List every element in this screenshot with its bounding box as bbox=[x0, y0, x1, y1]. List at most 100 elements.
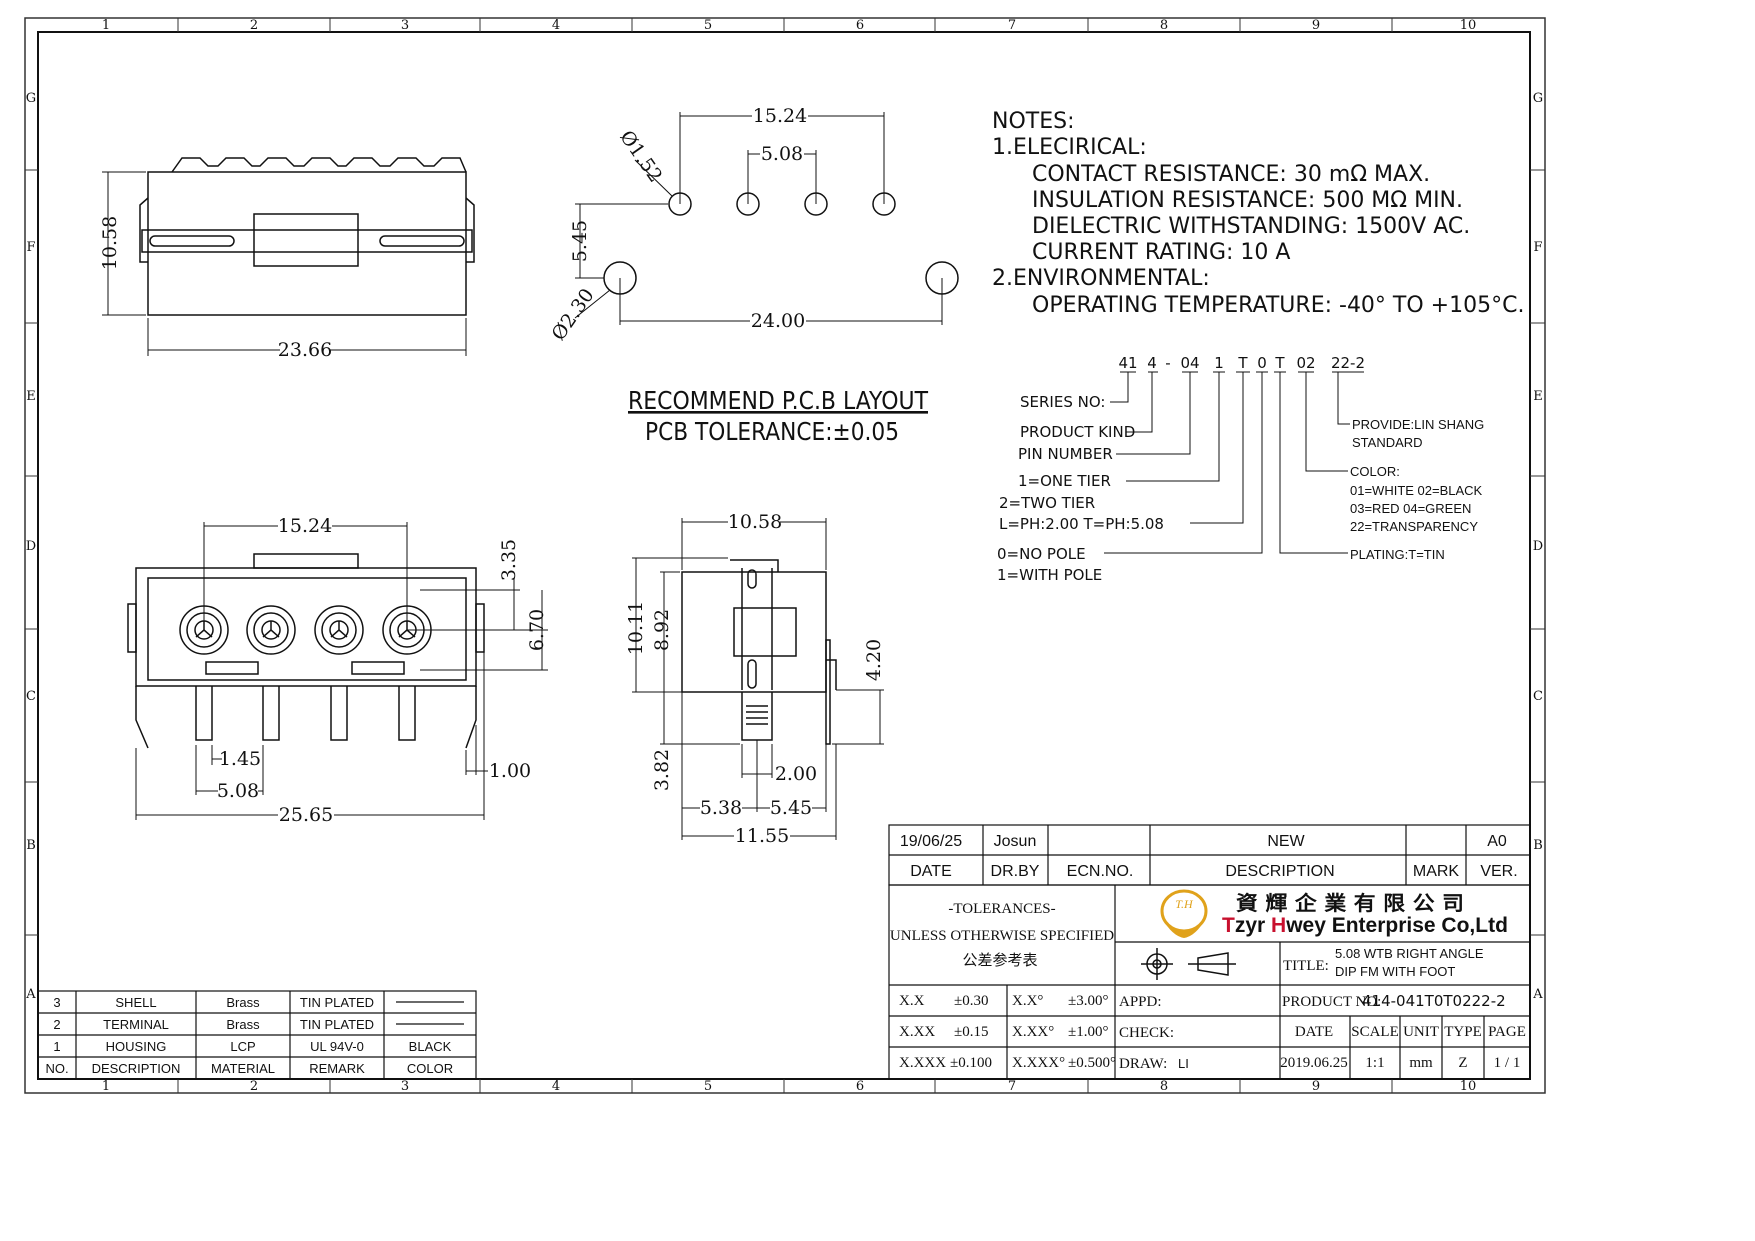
col-label-top-10: 10 bbox=[1460, 18, 1477, 33]
note-line-5: CURRENT RATING: 10 A bbox=[1032, 240, 1290, 265]
revision-version: A0 bbox=[1487, 833, 1507, 850]
outer-frame bbox=[24, 17, 1546, 1094]
bom-row1-desc: SHELL bbox=[115, 995, 156, 1010]
code-label-pitch: L=PH:2.00 T=PH:5.08 bbox=[999, 515, 1164, 533]
check-label: CHECK: bbox=[1119, 1025, 1174, 1041]
col-label-bottom-3: 3 bbox=[401, 1079, 409, 1094]
projection-symbol-icon bbox=[1141, 948, 1236, 980]
side-height-dim: 10.11 bbox=[625, 601, 647, 655]
code-label-kind: PRODUCT KIND bbox=[1020, 423, 1135, 441]
front-terminals bbox=[179, 605, 432, 655]
side-pin-length-dim: 3.82 bbox=[651, 749, 673, 791]
note-line-4: DIELECTRIC WITHSTANDING: 1500V AC. bbox=[1032, 214, 1470, 239]
bom-row2-desc: TERMINAL bbox=[103, 1017, 169, 1032]
front-outer-pitch-dim: 15.24 bbox=[278, 515, 332, 537]
code-label-pins: PIN NUMBER bbox=[1018, 445, 1113, 463]
tb-header-type: TYPE bbox=[1444, 1024, 1482, 1040]
title-block-grid bbox=[888, 884, 1531, 1080]
bom-row3-no: 1 bbox=[53, 1039, 60, 1054]
company-name-part-b: zyr bbox=[1235, 914, 1271, 937]
tol-row3-angle: X.XXX° bbox=[1012, 1055, 1065, 1071]
row-label-left-d: D bbox=[26, 539, 36, 554]
tol-row1-angle-val: ±3.00° bbox=[1068, 993, 1108, 1009]
code-label-color-1: 01=WHITE 02=BLACK bbox=[1350, 483, 1483, 498]
tb-type: Z bbox=[1458, 1055, 1467, 1071]
tol-row1-linear: X.X bbox=[899, 993, 925, 1009]
side-offset-left-dim: 5.38 bbox=[700, 797, 742, 819]
code-seg-kind: 4 bbox=[1147, 354, 1157, 372]
appd-label: APPD: bbox=[1119, 994, 1162, 1010]
top-view bbox=[139, 157, 475, 316]
terminal-3 bbox=[314, 605, 364, 655]
col-label-bottom-2: 2 bbox=[250, 1079, 258, 1094]
code-label-plating: PLATING:T=TIN bbox=[1350, 547, 1445, 562]
bom-row2-material: Brass bbox=[226, 1017, 260, 1032]
code-label-provide-1: PROVIDE:LIN SHANG bbox=[1352, 417, 1484, 432]
col-label-bottom-8: 8 bbox=[1160, 1079, 1168, 1094]
tol-row2-linear-val: ±0.15 bbox=[954, 1024, 988, 1040]
zone-columns bbox=[177, 18, 1393, 1093]
code-seg-plating: T bbox=[1274, 354, 1285, 372]
top-width-dim: 23.66 bbox=[278, 339, 332, 361]
top-height-dim: 10.58 bbox=[99, 216, 121, 270]
pcb-pitch-dim: 5.08 bbox=[761, 143, 803, 165]
product-no: 414-041T0T0222-2 bbox=[1362, 992, 1506, 1010]
pcb-small-hole-dim: Ø1.52 bbox=[615, 127, 666, 187]
code-label-provide-2: STANDARD bbox=[1352, 435, 1423, 450]
tol-row3-angle-val: ±0.500° bbox=[1068, 1055, 1116, 1071]
row-label-right-e: E bbox=[1533, 389, 1543, 404]
notes-heading: NOTES: bbox=[992, 109, 1075, 134]
bom-row1-material: Brass bbox=[226, 995, 260, 1010]
front-pitch-dim: 5.08 bbox=[217, 780, 259, 802]
col-label-top-8: 8 bbox=[1160, 18, 1168, 33]
tolerances-chinese: 公差参考表 bbox=[962, 952, 1037, 969]
row-label-right-c: C bbox=[1533, 689, 1543, 704]
side-offset-right-dim: 5.45 bbox=[770, 797, 812, 819]
company-name: Tzyr Hwey Enterprise Co,Ltd bbox=[1222, 914, 1508, 937]
pcb-dims bbox=[574, 112, 943, 325]
front-top-offset-dim: 3.35 bbox=[498, 539, 520, 581]
side-body-height-dim: 8.92 bbox=[651, 609, 673, 651]
row-label-left-a: A bbox=[25, 987, 36, 1002]
side-depth-dim: 10.58 bbox=[728, 511, 782, 533]
front-foot-dim: 1.00 bbox=[489, 760, 531, 782]
side-dims bbox=[632, 518, 884, 840]
draw-by: LI bbox=[1178, 1056, 1189, 1071]
row-label-right-b: B bbox=[1533, 838, 1543, 853]
row-label-left-c: C bbox=[26, 689, 36, 704]
row-label-left-b: B bbox=[26, 838, 36, 853]
tb-page: 1 / 1 bbox=[1494, 1055, 1521, 1071]
code-label-color-3: 22=TRANSPARENCY bbox=[1350, 519, 1478, 534]
revision-header-description: DESCRIPTION bbox=[1225, 863, 1334, 880]
zone-rows bbox=[25, 169, 1545, 936]
company-logo: T.H bbox=[1160, 889, 1208, 938]
pcb-layout bbox=[603, 192, 959, 295]
front-view bbox=[127, 553, 485, 749]
code-seg-tier: 1 bbox=[1214, 354, 1224, 372]
row-label-right-a: A bbox=[1532, 987, 1543, 1002]
col-label-bottom-7: 7 bbox=[1008, 1079, 1016, 1094]
side-pin-width-dim: 2.00 bbox=[775, 763, 817, 785]
bom-header-color: COLOR bbox=[407, 1061, 453, 1076]
pcb-large-hole-dim: Ø2.30 bbox=[547, 285, 598, 345]
col-label-top-2: 2 bbox=[250, 18, 258, 33]
front-overall-width-dim: 25.65 bbox=[279, 804, 333, 826]
tol-row2-angle-val: ±1.00° bbox=[1068, 1024, 1108, 1040]
title-label: TITLE: bbox=[1283, 958, 1329, 974]
notes-block: NOTES: 1.ELECIRICAL: CONTACT RESISTANCE:… bbox=[992, 109, 1524, 318]
tol-row2-linear: X.XX bbox=[899, 1024, 935, 1040]
col-label-top-9: 9 bbox=[1312, 18, 1320, 33]
row-label-left-g: G bbox=[26, 91, 36, 106]
code-label-color-2: 03=RED 04=GREEN bbox=[1350, 501, 1471, 516]
draw-label: DRAW: bbox=[1119, 1056, 1167, 1072]
code-seg-pole: 0 bbox=[1257, 354, 1267, 372]
bom-row3-remark: UL 94V-0 bbox=[310, 1039, 364, 1054]
tb-date: 2019.06.25 bbox=[1280, 1055, 1348, 1071]
revision-header-ecn: ECN.NO. bbox=[1067, 863, 1134, 880]
code-seg-color: 02 bbox=[1296, 354, 1315, 372]
code-seg-dash: - bbox=[1165, 354, 1170, 372]
tb-header-page: PAGE bbox=[1488, 1024, 1526, 1040]
col-label-bottom-6: 6 bbox=[856, 1079, 864, 1094]
tb-header-date: DATE bbox=[1295, 1024, 1333, 1040]
front-window-dim: 6.70 bbox=[526, 609, 548, 651]
